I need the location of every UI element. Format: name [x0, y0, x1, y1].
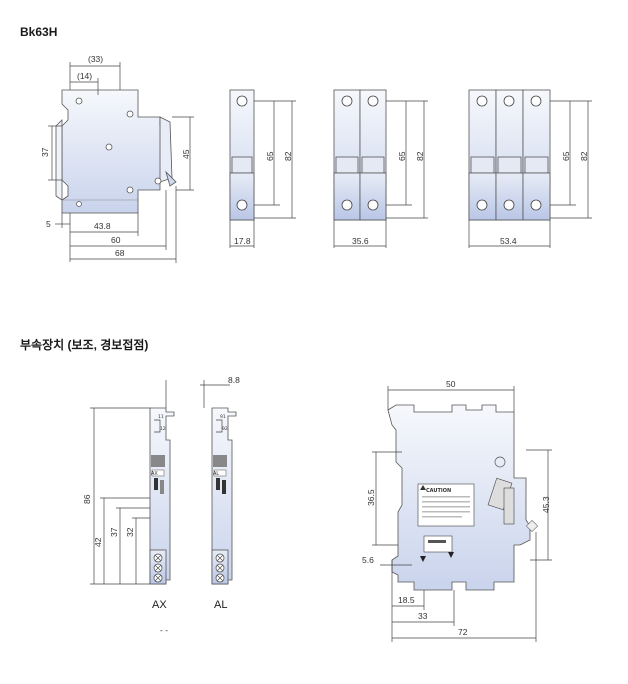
dim-37: 37	[40, 147, 50, 157]
p2-dim-82: 82	[415, 151, 425, 161]
dim-45: 45	[181, 149, 191, 159]
dim-60: 60	[111, 235, 121, 245]
aux-dim-42: 42	[93, 537, 103, 547]
accessory-side-view: CAUTION 50 36.5 45.3 5.6 18.5	[362, 379, 552, 642]
acc-dim-18-5: 18.5	[398, 595, 415, 605]
svg-text:12: 12	[160, 426, 166, 432]
acc-dim-5-6: 5.6	[362, 555, 374, 565]
aux-dim-32: 32	[125, 527, 135, 537]
p1-dim-65: 65	[265, 151, 275, 161]
dim-14: (14)	[77, 71, 92, 81]
p3-dim-82: 82	[579, 151, 589, 161]
ax-small-label: AX	[151, 471, 158, 477]
aux-dim-8-8: 8.8	[228, 375, 240, 385]
title-accessory: 부속장치 (보조, 경보접점)	[20, 338, 149, 352]
svg-text:11: 11	[158, 414, 164, 420]
ax-label: AX	[152, 599, 167, 611]
acc-dim-50: 50	[446, 379, 456, 389]
p2-dim-width: 35.6	[352, 236, 369, 246]
p1-dim-width: 17.8	[234, 236, 251, 246]
svg-text:92: 92	[222, 426, 228, 432]
al-label: AL	[214, 599, 227, 611]
p3-dim-width: 53.4	[500, 236, 517, 246]
acc-dim-72: 72	[458, 627, 468, 637]
dim-68: 68	[115, 248, 125, 258]
aux-dash: - -	[160, 625, 168, 635]
caution-label: CAUTION	[426, 488, 451, 494]
dim-43-8: 43.8	[94, 221, 111, 231]
front-view-2-pole: 65 82 35.6	[333, 89, 428, 248]
al-small-label: AL	[213, 471, 219, 477]
aux-dim-86: 86	[82, 494, 92, 504]
front-view-1-pole: 65 82 17.8	[229, 89, 296, 248]
acc-dim-45-3: 45.3	[541, 496, 551, 513]
aux-dim-37: 37	[109, 527, 119, 537]
aux-contacts-view: 11 12 AX AX 91 92 AL AL	[82, 375, 240, 635]
dim-5: 5	[46, 219, 51, 229]
breaker-side-view: (33) (14) 37 45 5 43.8 60 68	[40, 54, 194, 263]
acc-dim-33: 33	[418, 611, 428, 621]
acc-dim-36-5: 36.5	[366, 489, 376, 506]
svg-text:91: 91	[220, 414, 226, 420]
p2-dim-65: 65	[397, 151, 407, 161]
front-view-3-pole: 65 82 53.4	[468, 89, 592, 248]
p1-dim-82: 82	[283, 151, 293, 161]
title-bk63h: Bk63H	[20, 25, 58, 39]
p3-dim-65: 65	[561, 151, 571, 161]
dim-33: (33)	[88, 54, 103, 64]
